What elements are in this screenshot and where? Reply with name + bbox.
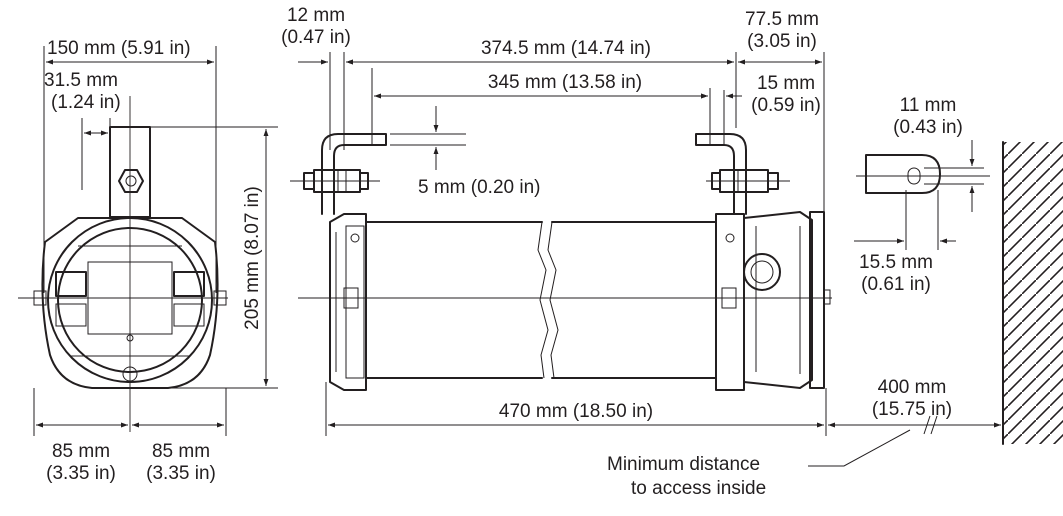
wall-hatching: [1004, 142, 1063, 444]
note-leader: [808, 429, 911, 467]
left-end-cap: [329, 213, 367, 391]
end-flange-ring: [47, 217, 213, 383]
end-view: 150 mm (5.91 in) 31.5 mm (1.24 in) 205 m…: [18, 38, 278, 484]
label-5mm: 5 mm (0.20 in): [418, 177, 540, 198]
label-85in-left: (3.35 in): [46, 463, 116, 484]
label-85in-right: (3.35 in): [146, 463, 216, 484]
label-345mm: 345 mm (13.58 in): [488, 72, 642, 93]
label-374-5mm: 374.5 mm (14.74 in): [481, 38, 651, 59]
label-15-5in: (0.61 in): [861, 274, 931, 295]
side-view: 12 mm (0.47 in) 374.5 mm (14.74 in) 345 …: [281, 5, 832, 436]
label-85mm-left: 85 mm: [52, 441, 110, 462]
label-77-5mm: 77.5 mm: [745, 9, 819, 30]
label-15mm: 15 mm: [757, 73, 815, 94]
label-11mm: 11 mm: [900, 95, 957, 116]
label-31-5in: (1.24 in): [51, 92, 121, 113]
right-bracket: [695, 133, 779, 215]
label-15-5mm: 15.5 mm: [859, 252, 933, 273]
note-line-1: Minimum distance: [607, 454, 760, 475]
housing-tube: [365, 221, 717, 379]
left-bracket: [303, 133, 387, 215]
bracket-detail: 11 mm (0.43 in) 15.5 mm (0.61 in): [854, 95, 990, 295]
label-150mm: 150 mm (5.91 in): [47, 38, 191, 59]
wall-clearance: 400 mm (15.75 in) Minimum distance to ac…: [607, 141, 1063, 499]
label-205mm: 205 mm (8.07 in): [242, 186, 263, 330]
label-31-5mm: 31.5 mm: [44, 70, 118, 91]
label-77-5in: (3.05 in): [747, 31, 817, 52]
note-line-2: to access inside: [631, 478, 766, 499]
label-85mm-right: 85 mm: [152, 441, 210, 462]
label-400mm: 400 mm: [878, 377, 947, 398]
right-end-cap: [715, 211, 831, 391]
label-11in: (0.43 in): [893, 117, 963, 138]
label-15in: (0.59 in): [751, 95, 821, 116]
end-cover: [57, 227, 203, 373]
end-housing-outline: [41, 217, 219, 389]
label-400in: (15.75 in): [872, 399, 952, 420]
label-470mm: 470 mm (18.50 in): [499, 401, 653, 422]
label-12in: (0.47 in): [281, 27, 351, 48]
bracket-slot-plate: [865, 154, 941, 194]
end-inner-components: [33, 245, 227, 382]
label-12mm: 12 mm: [287, 5, 345, 26]
